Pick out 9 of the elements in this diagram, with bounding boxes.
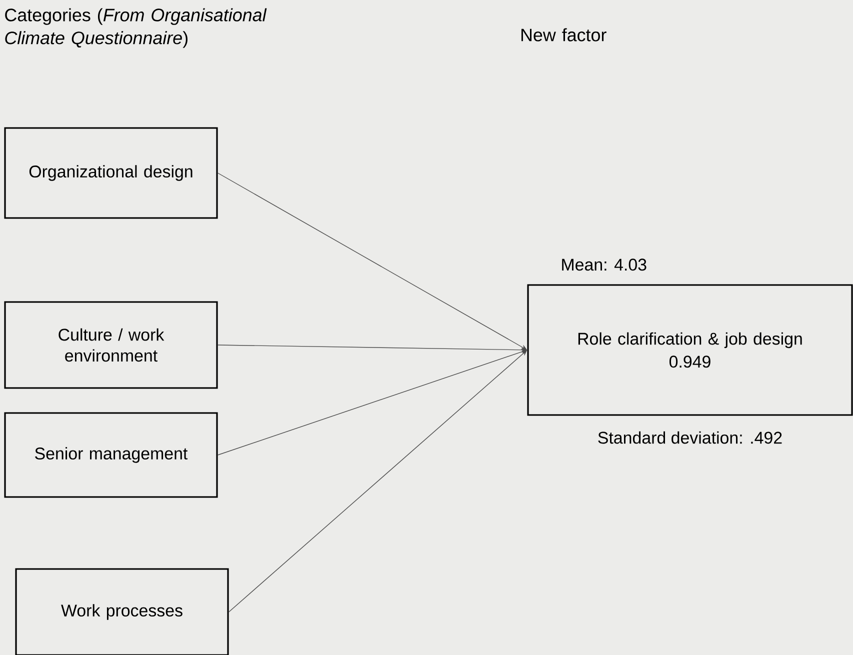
process-box: Work processes <box>15 568 229 655</box>
node-annotation: Mean: 4.03 <box>562 258 646 271</box>
process-box: Senior management <box>4 412 218 498</box>
node-annotation: Standard deviation: .492 <box>598 431 782 444</box>
heading: Categories (From Organisational Climate Questionnaire) <box>5 8 267 48</box>
process-box: Culture / work environment <box>4 301 218 389</box>
process-box: Role clarification & job design 0.949 <box>527 284 853 416</box>
process-box: Organizational design <box>4 127 218 219</box>
heading: New factor <box>521 28 606 42</box>
